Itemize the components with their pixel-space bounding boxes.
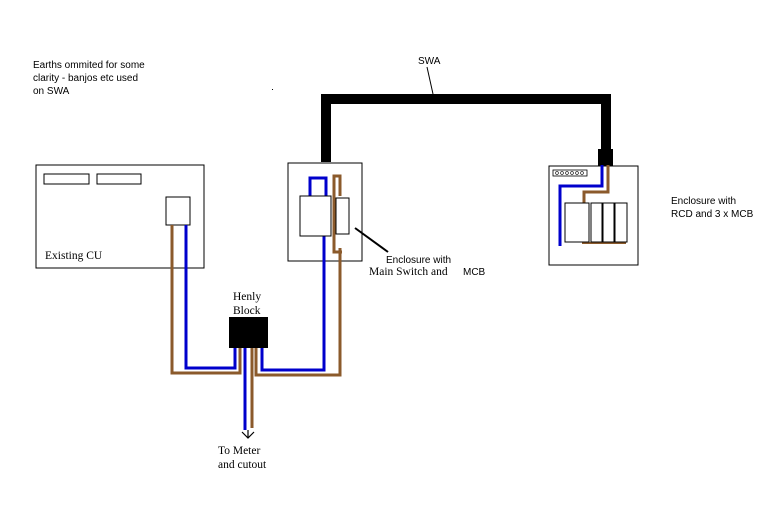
main-mcb — [335, 197, 350, 235]
enclosure-main-label-line2b: MCB — [463, 267, 486, 278]
wiring — [170, 165, 626, 430]
earth-note-line3: on SWA — [33, 86, 70, 97]
existing-cu: Existing CU — [35, 164, 205, 269]
rcd-mcb-group — [564, 202, 628, 243]
henly-label-line1: Henly — [233, 291, 261, 303]
enclosure-rcd-label-line2: RCD and 3 x MCB — [671, 209, 754, 220]
enclosure-main-label-line1: Enclosure with — [386, 255, 451, 266]
enclosure-live-wire — [254, 248, 342, 377]
mcb-3 — [614, 202, 628, 243]
swa-label: SWA — [418, 56, 441, 67]
rcd-device — [564, 202, 590, 243]
enclosure-main-label-line2a: Main Switch and — [369, 266, 448, 278]
swa-pointer-line — [426, 66, 434, 95]
mcb-2 — [602, 202, 615, 243]
cu-slot-left — [43, 173, 90, 185]
neutral-bar — [552, 169, 588, 177]
cu-live-wire — [170, 225, 242, 375]
stray-dot — [272, 89, 273, 90]
rcd-neutral-wire — [558, 165, 604, 246]
mcb-1 — [590, 202, 603, 243]
meter-label-line1: To Meter — [218, 445, 260, 457]
enclosure-neutral-wire — [260, 236, 326, 372]
cu-switch — [165, 196, 191, 226]
swa-cable — [321, 94, 613, 166]
cu-slot-right — [96, 173, 142, 185]
switch-internal-live — [332, 174, 342, 254]
enclosure-pointer-line — [354, 227, 389, 253]
switch-internal-neutral — [308, 176, 328, 196]
henly-block — [229, 317, 268, 348]
neutral-bar-terminals — [555, 171, 584, 175]
swa-gland — [598, 149, 613, 166]
henly-label-line2: Block — [233, 305, 261, 317]
meter-arrow — [241, 430, 255, 439]
earth-note-line2: clarity - banjos etc used — [33, 73, 138, 84]
cu-neutral-wire — [184, 225, 237, 370]
rcd-live-wire — [582, 165, 610, 203]
existing-cu-label: Existing CU — [45, 250, 103, 262]
earth-note-line1: Earths ommited for some — [33, 60, 145, 71]
enclosure-rcd-label-line1: Enclosure with — [671, 196, 736, 207]
main-switch — [299, 195, 332, 237]
meter-label-line2: and cutout — [218, 459, 267, 471]
